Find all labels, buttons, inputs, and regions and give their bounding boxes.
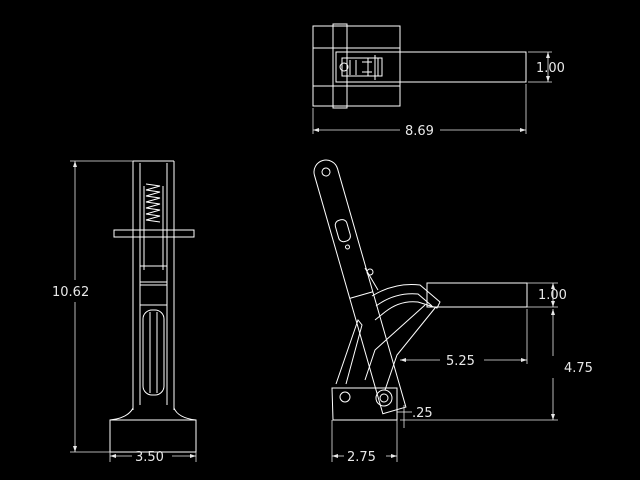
dimension-arrow: [332, 454, 338, 458]
dimension-arrow: [73, 161, 77, 167]
side-view: [109, 160, 197, 453]
dimension-arm-length: 5.25: [446, 354, 475, 369]
front-view-arm: [426, 282, 528, 308]
front-view-lever-hole: [344, 244, 350, 250]
front-view-link: [364, 304, 426, 381]
front-view-base-rib: [335, 318, 363, 385]
front-view-pivot-inner: [379, 393, 389, 403]
front-view-link: [384, 307, 436, 391]
dimension-labels: 1.00 8.69 10.62 3.50 1.00 5.25 4.75 .25 …: [52, 61, 593, 465]
dimension-arrow: [551, 301, 555, 307]
dimension-top-height: 1.00: [536, 61, 565, 76]
dimension-arrow: [190, 454, 196, 458]
front-view-hook: [371, 284, 441, 321]
dimension-top-length: 8.69: [405, 124, 434, 139]
front-view-lever-slot: [334, 219, 351, 243]
dimension-arrow: [521, 358, 527, 362]
dimension-arrow: [391, 454, 397, 458]
front-view-lever-hole: [321, 167, 331, 177]
side-view-crossbar: [113, 229, 195, 238]
top-view: [312, 23, 527, 109]
dimension-base-height: 4.75: [564, 361, 593, 376]
front-view-lever-line: [349, 291, 373, 299]
dimension-front-base-width: 2.75: [347, 450, 376, 465]
front-view-hook-inner: [375, 293, 433, 307]
front-view: [313, 159, 528, 421]
front-view-lever: [313, 159, 407, 415]
side-view-spring: [145, 183, 161, 223]
front-view-detail: [364, 267, 379, 291]
front-view-pivot: [375, 389, 393, 407]
dimension-arrow: [546, 76, 550, 82]
dimension-side-base-width: 3.50: [135, 450, 164, 465]
dimension-arrow: [546, 52, 550, 58]
dimension-offset: .25: [412, 406, 433, 421]
front-view-base-hole: [339, 391, 351, 403]
side-view-roller: [142, 309, 165, 396]
top-view-pin: [367, 57, 379, 77]
dimension-arrow: [110, 454, 116, 458]
dimension-overall-height: 10.62: [52, 285, 89, 300]
front-view-lever-outline: [313, 159, 407, 415]
dimension-arm-height: 1.00: [538, 288, 567, 303]
top-view-flange: [332, 23, 348, 109]
side-view-block: [139, 284, 168, 306]
top-view-pivot: [339, 62, 349, 72]
dimension-arrow: [73, 446, 77, 452]
top-view-linkage: [341, 57, 383, 77]
dimension-arrow: [520, 128, 526, 132]
side-view-base: [109, 407, 197, 453]
dimension-arrow: [551, 283, 555, 289]
dimension-arrow: [551, 414, 555, 420]
dimension-arrow: [313, 128, 319, 132]
dimension-arrows: [73, 52, 555, 458]
dimension-arrow: [551, 309, 555, 315]
dimension-arrow: [400, 358, 406, 362]
side-view-block: [139, 265, 168, 283]
top-view-body: [312, 25, 401, 107]
top-view-arm: [335, 51, 527, 83]
